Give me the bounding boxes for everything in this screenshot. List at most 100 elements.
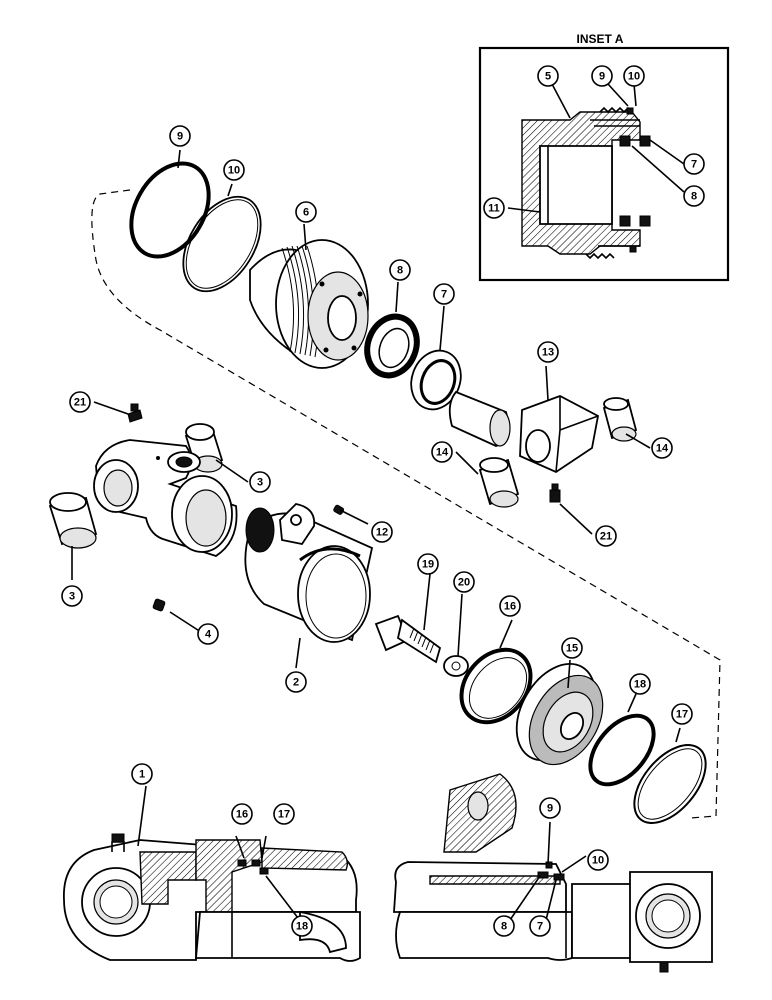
part-ring-9 <box>129 161 211 259</box>
callout-circle <box>69 391 91 413</box>
callout-circle <box>249 471 271 493</box>
callout-label: 4 <box>205 629 212 641</box>
callout-label: 8 <box>691 191 697 203</box>
callout-label: 17 <box>278 809 290 821</box>
callout-circle <box>273 803 295 825</box>
callout-label: 14 <box>656 443 669 455</box>
callout-c14a: 14 <box>651 437 673 459</box>
part-piston-15 <box>515 659 604 766</box>
callout-label: 11 <box>488 203 500 215</box>
callout-label: 10 <box>592 855 604 867</box>
callout-circle <box>295 201 317 223</box>
part-ring-16 <box>459 619 533 725</box>
callout-circle <box>285 671 307 693</box>
callout-circle <box>537 65 559 87</box>
callout-label: 7 <box>441 289 447 301</box>
part-ring-10 <box>182 195 262 293</box>
part-grease-fitting-21a <box>93 401 143 423</box>
callout-circle <box>169 125 191 147</box>
callout-label: 5 <box>545 71 551 83</box>
callout-c8a: 8 <box>389 259 411 281</box>
callout-label: 16 <box>236 809 248 821</box>
callout-c6: 6 <box>295 201 317 223</box>
part-ring-17 <box>633 727 707 825</box>
callout-circle <box>131 763 153 785</box>
callout-circle <box>623 65 645 87</box>
callout-label: 17 <box>676 709 688 721</box>
callout-label: 3 <box>69 591 75 603</box>
callout-c9c: 9 <box>539 797 561 819</box>
callout-c4: 4 <box>197 623 219 645</box>
callout-label: 12 <box>376 527 388 539</box>
callout-c3a: 3 <box>249 471 271 493</box>
callout-circle <box>539 797 561 819</box>
callout-circle <box>591 65 613 87</box>
callout-circle <box>417 553 439 575</box>
part-bushing-14a <box>602 397 638 442</box>
callout-circle <box>671 703 693 725</box>
callout-c10a: 10 <box>223 159 245 181</box>
callout-label: 7 <box>537 921 543 933</box>
callout-c12: 12 <box>371 521 393 543</box>
callout-c21a: 21 <box>69 391 91 413</box>
callout-c17a: 17 <box>671 703 693 725</box>
callout-c9b: 9 <box>591 65 613 87</box>
callout-circle <box>389 259 411 281</box>
callout-label: 20 <box>458 577 470 589</box>
callout-c8c: 8 <box>493 915 515 937</box>
callout-c11: 11 <box>483 197 505 219</box>
callout-circle <box>499 595 521 617</box>
part-set-screw-4 <box>152 598 166 612</box>
callout-circle <box>561 637 583 659</box>
inset-a-title: INSET A <box>577 32 624 46</box>
callout-c14b: 14 <box>431 441 453 463</box>
callout-label: 6 <box>303 207 309 219</box>
part-clevis-head <box>93 439 238 557</box>
callout-circle <box>231 803 253 825</box>
callout-circle <box>197 623 219 645</box>
callout-circle <box>371 521 393 543</box>
callout-label: 16 <box>504 601 516 613</box>
callout-circle <box>433 283 455 305</box>
part-screw-12 <box>333 504 369 525</box>
callout-c7c: 7 <box>529 915 551 937</box>
part-wiper-7 <box>410 349 462 411</box>
part-port-boss <box>279 503 316 546</box>
callout-c16a: 16 <box>499 595 521 617</box>
callout-label: 14 <box>436 447 449 459</box>
callout-circle <box>529 915 551 937</box>
callout-c7a: 7 <box>433 283 455 305</box>
callout-circle <box>431 441 453 463</box>
callout-circle <box>483 197 505 219</box>
callout-c19: 19 <box>417 553 439 575</box>
callout-c17b: 17 <box>273 803 295 825</box>
part-grease-fitting-21b <box>549 483 593 535</box>
assembly-path-line <box>91 189 721 819</box>
callout-c21b: 21 <box>595 525 617 547</box>
callout-circle <box>595 525 617 547</box>
callout-c16b: 16 <box>231 803 253 825</box>
part-gland-6 <box>249 239 369 369</box>
section-view-rod-end <box>393 773 713 973</box>
callout-c1: 1 <box>131 763 153 785</box>
callout-circle <box>223 159 245 181</box>
callout-circle <box>61 585 83 607</box>
callout-label: 21 <box>74 397 86 409</box>
callout-label: 13 <box>542 347 554 359</box>
callout-c18a: 18 <box>629 673 651 695</box>
callout-circle <box>683 185 705 207</box>
callout-c10c: 10 <box>587 849 609 871</box>
part-ring-18 <box>588 693 656 787</box>
callout-label: 9 <box>177 131 183 143</box>
callout-label: 8 <box>501 921 507 933</box>
callout-circle <box>291 915 313 937</box>
section-view-head-end <box>63 785 361 962</box>
callout-label: 21 <box>600 531 612 543</box>
callout-c15: 15 <box>561 637 583 659</box>
part-washer-20 <box>443 593 469 677</box>
inset-gland-section <box>507 83 685 260</box>
callout-label: 7 <box>691 159 697 171</box>
callout-label: 18 <box>634 679 646 691</box>
callout-label: 19 <box>422 559 434 571</box>
